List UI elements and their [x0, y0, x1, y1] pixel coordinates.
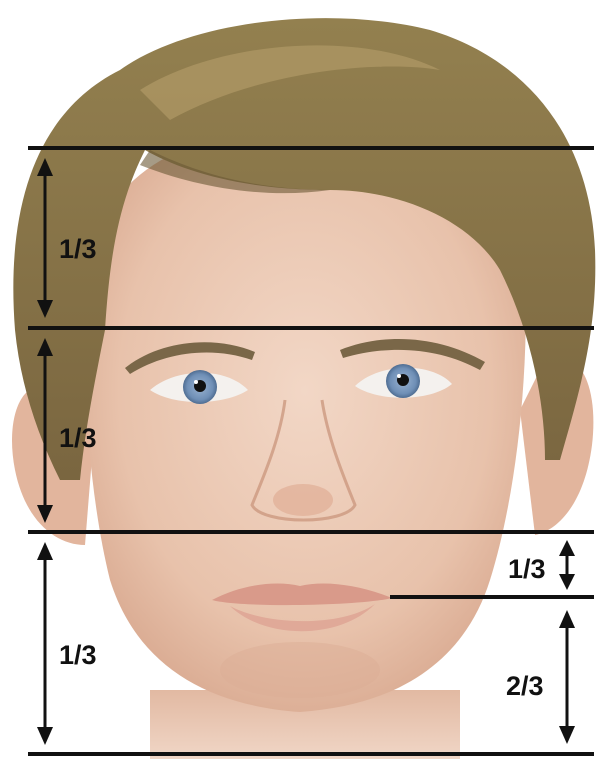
- lower-third-arrow: [37, 542, 53, 745]
- nose-tip: [273, 484, 333, 516]
- chin-shading: [220, 642, 380, 698]
- left-eye-glint: [194, 380, 198, 384]
- lip-lower-segment-label: 2/3: [506, 671, 544, 701]
- lip-upper-segment-label: 1/3: [508, 554, 546, 584]
- lip-lower-segment-arrow: [559, 610, 575, 744]
- lower-third-label: 1/3: [59, 640, 97, 670]
- right-eye-glint: [397, 374, 401, 378]
- middle-third-label: 1/3: [59, 423, 97, 453]
- upper-third-label: 1/3: [59, 234, 97, 264]
- lip-upper-segment-arrow: [559, 540, 575, 590]
